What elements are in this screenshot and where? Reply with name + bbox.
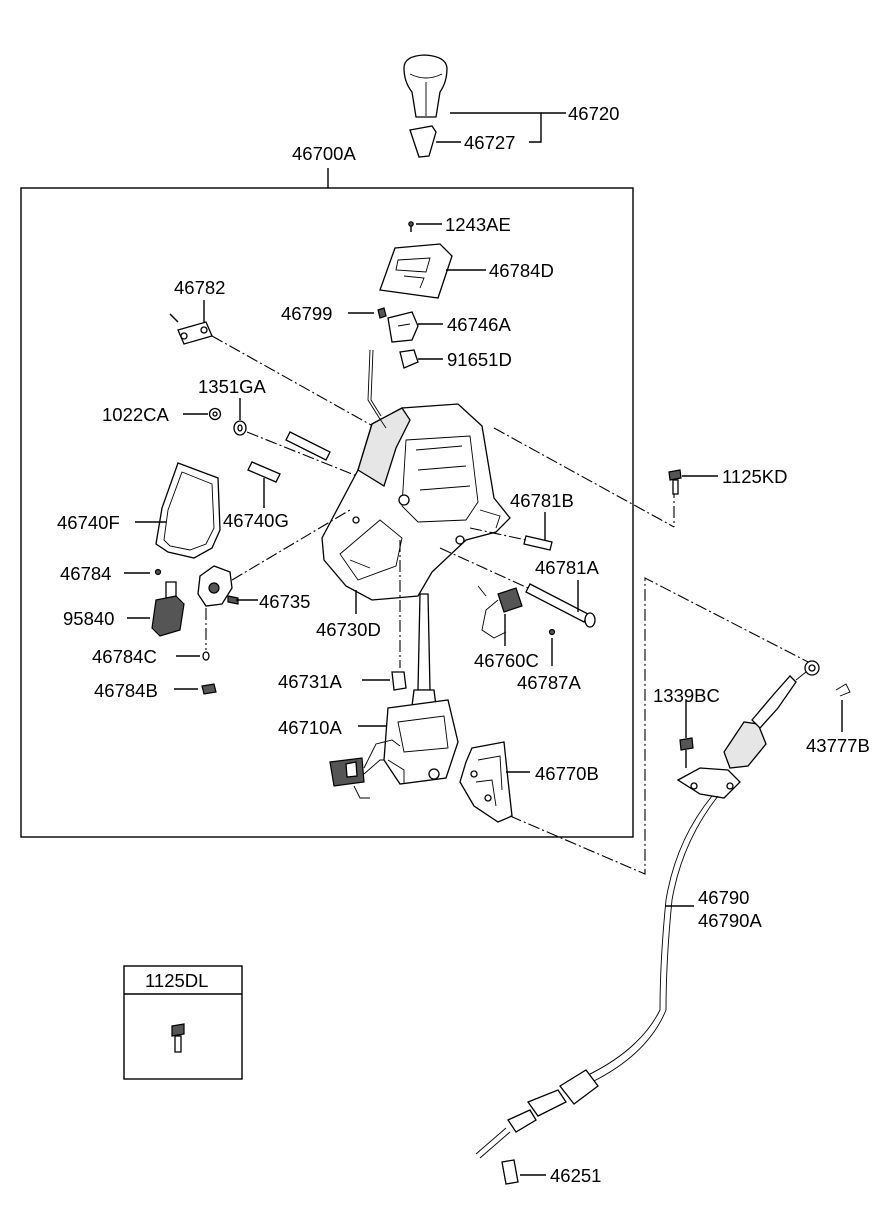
label-46799: 46799 bbox=[281, 303, 332, 324]
label-46784d: 46784D bbox=[489, 260, 554, 281]
label-46740g: 46740G bbox=[223, 510, 289, 531]
label-46760c: 46760C bbox=[474, 650, 539, 671]
label-46784b: 46784B bbox=[94, 680, 158, 701]
bolt-1125kd bbox=[668, 469, 682, 495]
label-1351ga: 1351GA bbox=[198, 376, 267, 397]
label-1339bc: 1339BC bbox=[653, 685, 720, 706]
label-46784: 46784 bbox=[60, 563, 111, 584]
knob-boot-46727 bbox=[409, 125, 437, 158]
bolt-detail-box bbox=[123, 965, 243, 1080]
label-1243ae: 1243AE bbox=[445, 214, 511, 235]
label-46784c: 46784C bbox=[92, 646, 157, 667]
screw-1243ae bbox=[408, 221, 414, 232]
washer-1351ga bbox=[233, 420, 247, 436]
label-46735: 46735 bbox=[259, 591, 310, 612]
label-46251: 46251 bbox=[550, 1165, 601, 1186]
clip-46251 bbox=[501, 1159, 519, 1185]
label-46781a: 46781A bbox=[535, 557, 599, 578]
clip-43777b bbox=[835, 683, 851, 697]
bracket-46746a bbox=[387, 311, 419, 343]
label-46730d: 46730D bbox=[316, 619, 381, 640]
indicator-plate-46784d bbox=[379, 243, 453, 299]
label-46770b: 46770B bbox=[535, 763, 599, 784]
bracket-46770b bbox=[459, 741, 513, 823]
shifter-housing-46730d bbox=[321, 403, 511, 601]
connector-harness bbox=[329, 739, 401, 799]
label-46781b: 46781B bbox=[510, 490, 574, 511]
assembly-frame-46700a bbox=[20, 187, 634, 838]
screw-46784 bbox=[154, 568, 162, 576]
label-1125dl: 1125DL bbox=[145, 970, 208, 991]
spring-46799 bbox=[377, 307, 387, 319]
label-46790: 46790 bbox=[698, 887, 749, 908]
pin-46781b bbox=[523, 535, 553, 551]
bolt-1125dl bbox=[171, 1023, 185, 1053]
label-46790a: 46790A bbox=[698, 910, 762, 931]
label-46727: 46727 bbox=[464, 132, 515, 153]
shaft-46781a bbox=[525, 583, 596, 628]
label-91651d: 91651D bbox=[447, 349, 512, 370]
lever-base-46710a bbox=[383, 699, 459, 785]
cover-46740f bbox=[155, 462, 221, 559]
clip-91651d bbox=[399, 349, 419, 369]
sensor-95840 bbox=[151, 581, 185, 637]
label-46710a: 46710A bbox=[278, 717, 342, 738]
label-46740f: 46740F bbox=[57, 512, 120, 533]
bushing-46731a bbox=[391, 671, 407, 691]
label-1125kd: 1125KD bbox=[722, 466, 787, 487]
bolt-1339bc bbox=[679, 737, 694, 768]
pad-46784b bbox=[201, 683, 217, 695]
bracket-46782 bbox=[169, 313, 213, 345]
pin-shaft bbox=[247, 431, 331, 483]
shift-cable-46790 bbox=[475, 660, 820, 1159]
label-46731a: 46731A bbox=[278, 671, 342, 692]
pin-46784c bbox=[202, 651, 210, 661]
label-46700a: 46700A bbox=[292, 143, 356, 164]
screw-46787a bbox=[548, 628, 556, 636]
lever-rod bbox=[411, 593, 437, 707]
label-1022ca: 1022CA bbox=[102, 404, 170, 425]
switch-46760c bbox=[477, 585, 523, 639]
solenoid-46735 bbox=[197, 565, 239, 607]
label-46720: 46720 bbox=[568, 103, 619, 124]
label-46746a: 46746A bbox=[447, 314, 511, 335]
shift-knob bbox=[403, 54, 448, 118]
label-95840: 95840 bbox=[63, 608, 114, 629]
nut-1022ca bbox=[208, 407, 222, 421]
label-46787a: 46787A bbox=[517, 672, 581, 693]
label-46782: 46782 bbox=[174, 277, 225, 298]
label-43777b: 43777B bbox=[806, 735, 870, 756]
